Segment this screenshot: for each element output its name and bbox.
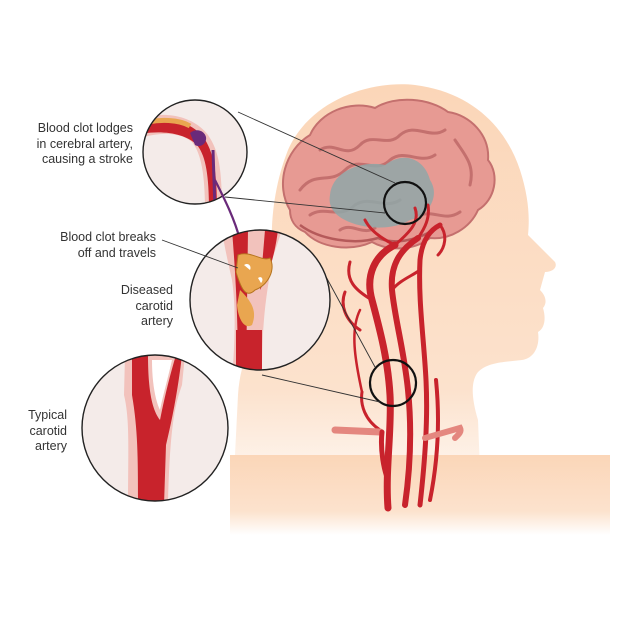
inset-typical-carotid [81, 354, 229, 502]
label-clot-travels: Blood clot breaks off and travels [60, 230, 156, 260]
carotid-location-circle [368, 358, 418, 408]
inset-cerebral-artery [142, 99, 248, 205]
label-typical-carotid: Typical carotid artery [28, 408, 67, 453]
label-diseased-carotid: Diseased carotid artery [120, 283, 173, 328]
travel-label-leader [161, 239, 239, 269]
label-stroke: Blood clot lodges in cerebral artery, ca… [36, 121, 133, 166]
stroke-location-circle [382, 180, 428, 226]
arteries [331, 203, 464, 512]
